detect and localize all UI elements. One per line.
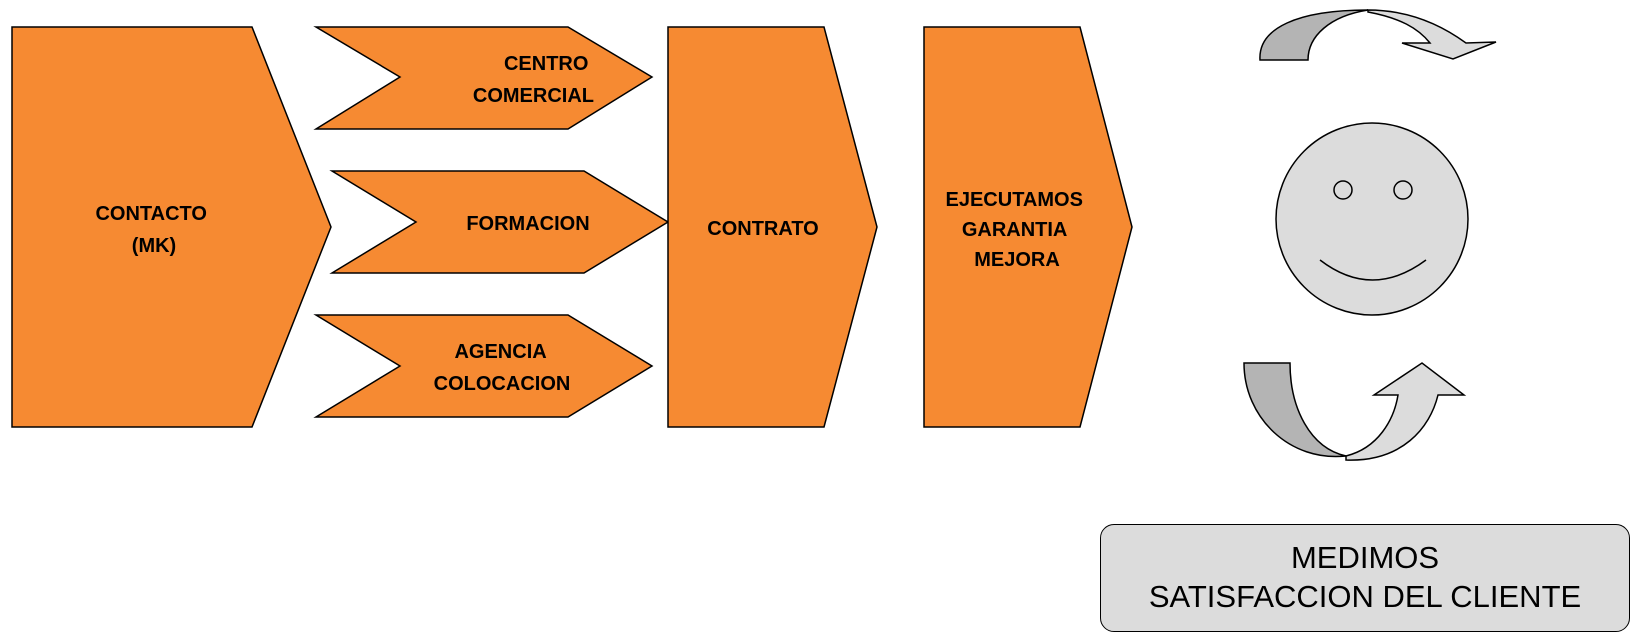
step-agencia-colocacion-shape: [313, 314, 654, 418]
curved-arrow-right-back-band: [1259, 9, 1369, 61]
curved-arrow-right-icon: [1259, 9, 1497, 61]
step-contrato-label: CONTRATO: [707, 218, 818, 240]
step-formacion-label-line-1: FORMACION: [466, 213, 589, 235]
step-contacto-shape: [11, 26, 332, 428]
step-agencia-colocacion-label-line-2: COLOCACION: [434, 373, 571, 395]
step-ejecutamos-label-line-1: EJECUTAMOS: [946, 189, 1083, 211]
step-centro-comercial-shape: [313, 26, 654, 130]
step-ejecutamos-label-line-2: GARANTIA: [962, 219, 1067, 241]
step-formacion-shape: [329, 170, 670, 274]
step-contacto-label-line-2: (MK): [132, 235, 176, 257]
step-centro-comercial-label-line-1: CENTRO: [504, 53, 588, 75]
step-agencia-colocacion-label-line-1: AGENCIA: [454, 341, 546, 363]
curved-arrow-up-back-band: [1243, 362, 1347, 458]
step-contrato-label-line-1: CONTRATO: [707, 218, 818, 240]
smiley-face-icon: [1275, 122, 1469, 316]
step-formacion-label: FORMACION: [466, 213, 589, 235]
step-ejecutamos-shape: [923, 26, 1133, 428]
step-contacto-label-line-1: CONTACTO: [95, 203, 206, 225]
step-centro-comercial: CENTRO COMERCIAL: [313, 26, 654, 130]
step-contrato: CONTRATO: [667, 26, 878, 428]
step-centro-comercial-label: CENTRO COMERCIAL: [473, 53, 594, 107]
curved-arrow-up-icon: [1243, 362, 1467, 461]
smiley-face-right-eye: [1393, 180, 1413, 200]
step-agencia-colocacion-label: AGENCIA COLOCACION: [434, 341, 571, 395]
satisfaction-box-line-1: MEDIMOS: [1290, 540, 1440, 576]
step-contacto: CONTACTO (MK): [11, 26, 332, 428]
step-centro-comercial-label-line-2: COMERCIAL: [473, 85, 594, 107]
step-ejecutamos-label-line-3: MEJORA: [974, 249, 1060, 271]
step-agencia-colocacion: AGENCIA COLOCACION: [313, 314, 654, 418]
step-ejecutamos-label: EJECUTAMOS GARANTIA MEJORA: [946, 189, 1089, 271]
step-ejecutamos: EJECUTAMOS GARANTIA MEJORA: [923, 26, 1133, 428]
smiley-face-left-eye: [1333, 180, 1353, 200]
satisfaction-box-line-2: SATISFACCION DEL CLIENTE: [1148, 579, 1582, 614]
step-contrato-shape: [667, 26, 878, 428]
step-contacto-label: CONTACTO (MK): [95, 203, 212, 257]
satisfaction-box: MEDIMOS SATISFACCION DEL CLIENTE: [1100, 524, 1630, 632]
step-formacion: FORMACION: [329, 170, 670, 274]
curved-arrow-up-head: [1345, 362, 1467, 461]
smiley-face-head: [1275, 122, 1469, 316]
smiley-face-mouth: [1319, 259, 1427, 281]
curved-arrow-right-head: [1367, 9, 1497, 60]
